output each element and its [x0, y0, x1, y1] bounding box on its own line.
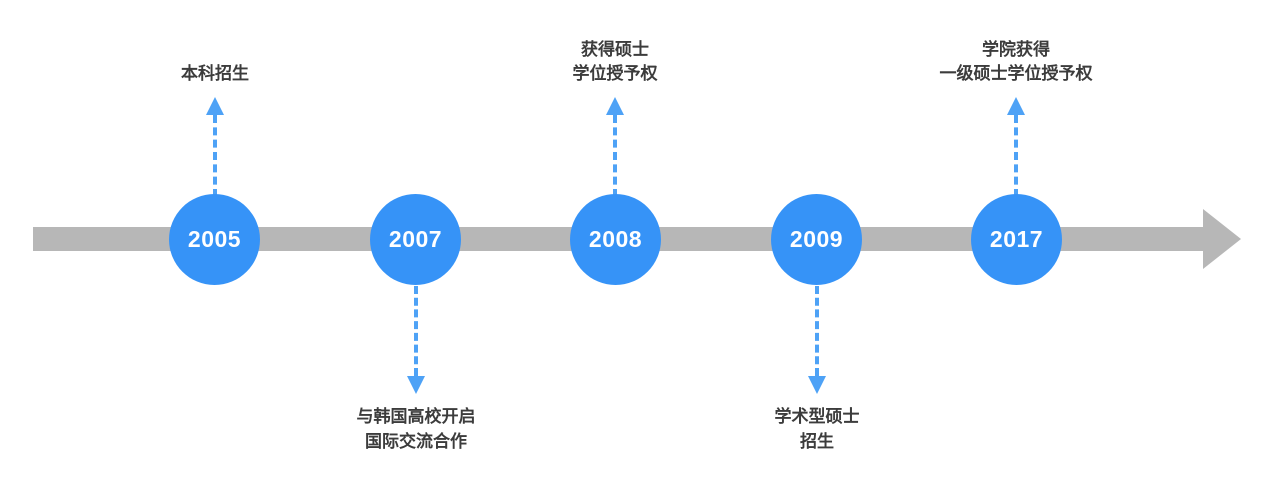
timeline-node-2005[interactable]: 2005 [169, 194, 260, 285]
milestone-label-2007: 与韩国高校开启 国际交流合作 [357, 405, 476, 454]
connector-dash [815, 286, 819, 376]
arrow-down-icon [808, 376, 826, 394]
arrow-up-icon [606, 97, 624, 115]
milestone-label-2017: 学院获得 一级硕士学位授予权 [940, 38, 1093, 87]
connector-dash [414, 286, 418, 376]
connector-dash [213, 115, 217, 197]
node-year-label: 2009 [789, 226, 844, 252]
timeline-axis-arrow-icon [1203, 209, 1241, 269]
label-line: 学位授予权 [572, 64, 658, 84]
connector-2009 [806, 286, 828, 394]
timeline-node-2008[interactable]: 2008 [570, 194, 661, 285]
milestone-label-2008: 获得硕士 学位授予权 [573, 38, 658, 87]
node-year-label: 2017 [989, 226, 1044, 252]
label-line: 获得硕士 [581, 39, 649, 59]
node-year-label: 2008 [588, 226, 643, 252]
connector-dash [1014, 115, 1018, 197]
connector-2008 [604, 97, 626, 197]
timeline-node-2007[interactable]: 2007 [370, 194, 461, 285]
node-year-label: 2005 [187, 226, 242, 252]
label-line: 招生 [800, 431, 834, 451]
connector-2005 [204, 97, 226, 197]
arrow-up-icon [1007, 97, 1025, 115]
arrow-up-icon [206, 97, 224, 115]
connector-dash [613, 115, 617, 197]
timeline-node-2009[interactable]: 2009 [771, 194, 862, 285]
label-line: 学院获得 [982, 39, 1050, 59]
label-line: 一级硕士学位授予权 [939, 64, 1093, 84]
label-line: 本科招生 [181, 64, 249, 84]
node-year-label: 2007 [388, 226, 443, 252]
connector-2007 [405, 286, 427, 394]
label-line: 国际交流合作 [365, 431, 467, 451]
timeline-node-2017[interactable]: 2017 [971, 194, 1062, 285]
arrow-down-icon [407, 376, 425, 394]
label-line: 学术型硕士 [774, 407, 860, 426]
connector-2017 [1005, 97, 1027, 197]
milestone-label-2005: 本科招生 [181, 62, 249, 87]
label-line: 与韩国高校开启 [356, 407, 476, 426]
milestone-label-2009: 学术型硕士 招生 [775, 405, 860, 454]
